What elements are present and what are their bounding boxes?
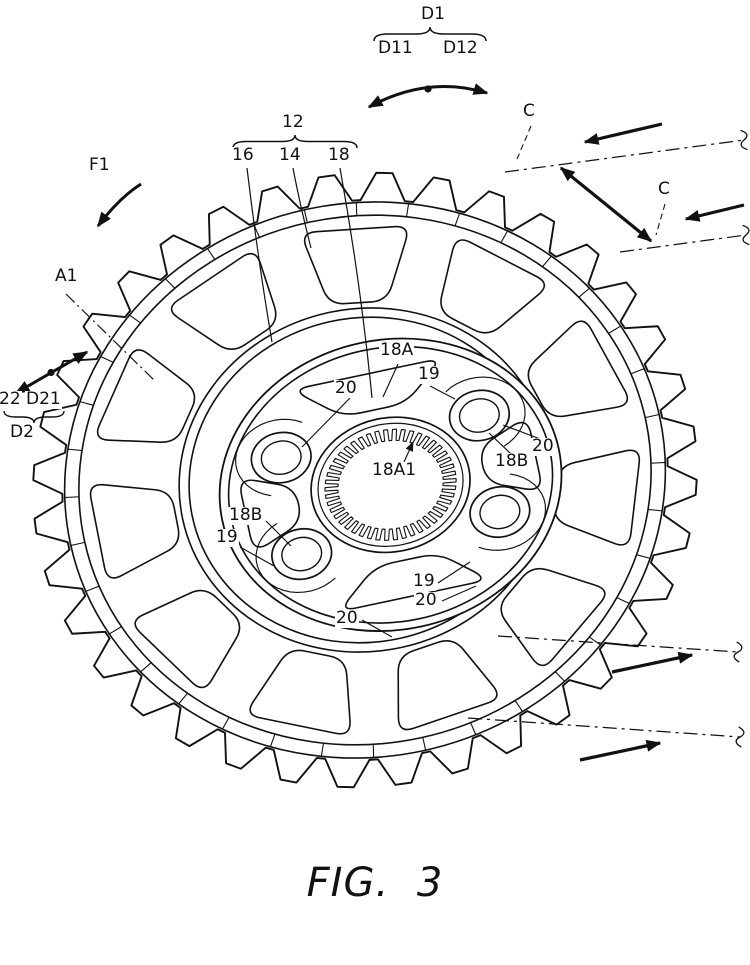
ref-label-20-right: 20: [531, 436, 555, 456]
ref-label-12: 12: [281, 112, 305, 132]
ref-label-18: 18: [327, 145, 351, 165]
figure-caption: FIG. 3: [306, 860, 444, 906]
ref-label-20-bottom: 20: [414, 590, 438, 610]
ref-label-20-topleft: 20: [334, 378, 358, 398]
ref-label-d1: D1: [420, 4, 446, 24]
ref-label-19-bottom: 19: [412, 571, 436, 591]
ref-label-18b-right: 18B: [494, 451, 530, 471]
ref-label-18a1: 18A1: [371, 460, 418, 480]
ref-label-a1: A1: [54, 266, 79, 286]
ref-label-16: 16: [231, 145, 255, 165]
ref-label-d21: D21: [25, 389, 62, 409]
ref-label-d11: D11: [377, 38, 414, 58]
ref-label-22: 22: [0, 389, 22, 409]
ref-label-19-top: 19: [417, 364, 441, 384]
ref-label-18b-left: 18B: [228, 505, 264, 525]
ref-label-20-bottomleft: 20: [335, 608, 359, 628]
ref-label-19-left: 19: [215, 527, 239, 547]
ref-label-c-upper: C: [522, 101, 536, 121]
ref-label-d2: D2: [9, 422, 35, 442]
ref-label-f1: F1: [88, 155, 111, 175]
ref-label-c-lower: C: [657, 179, 671, 199]
ref-label-18a: 18A: [379, 340, 415, 360]
ref-label-d12: D12: [442, 38, 479, 58]
ref-label-14: 14: [278, 145, 302, 165]
